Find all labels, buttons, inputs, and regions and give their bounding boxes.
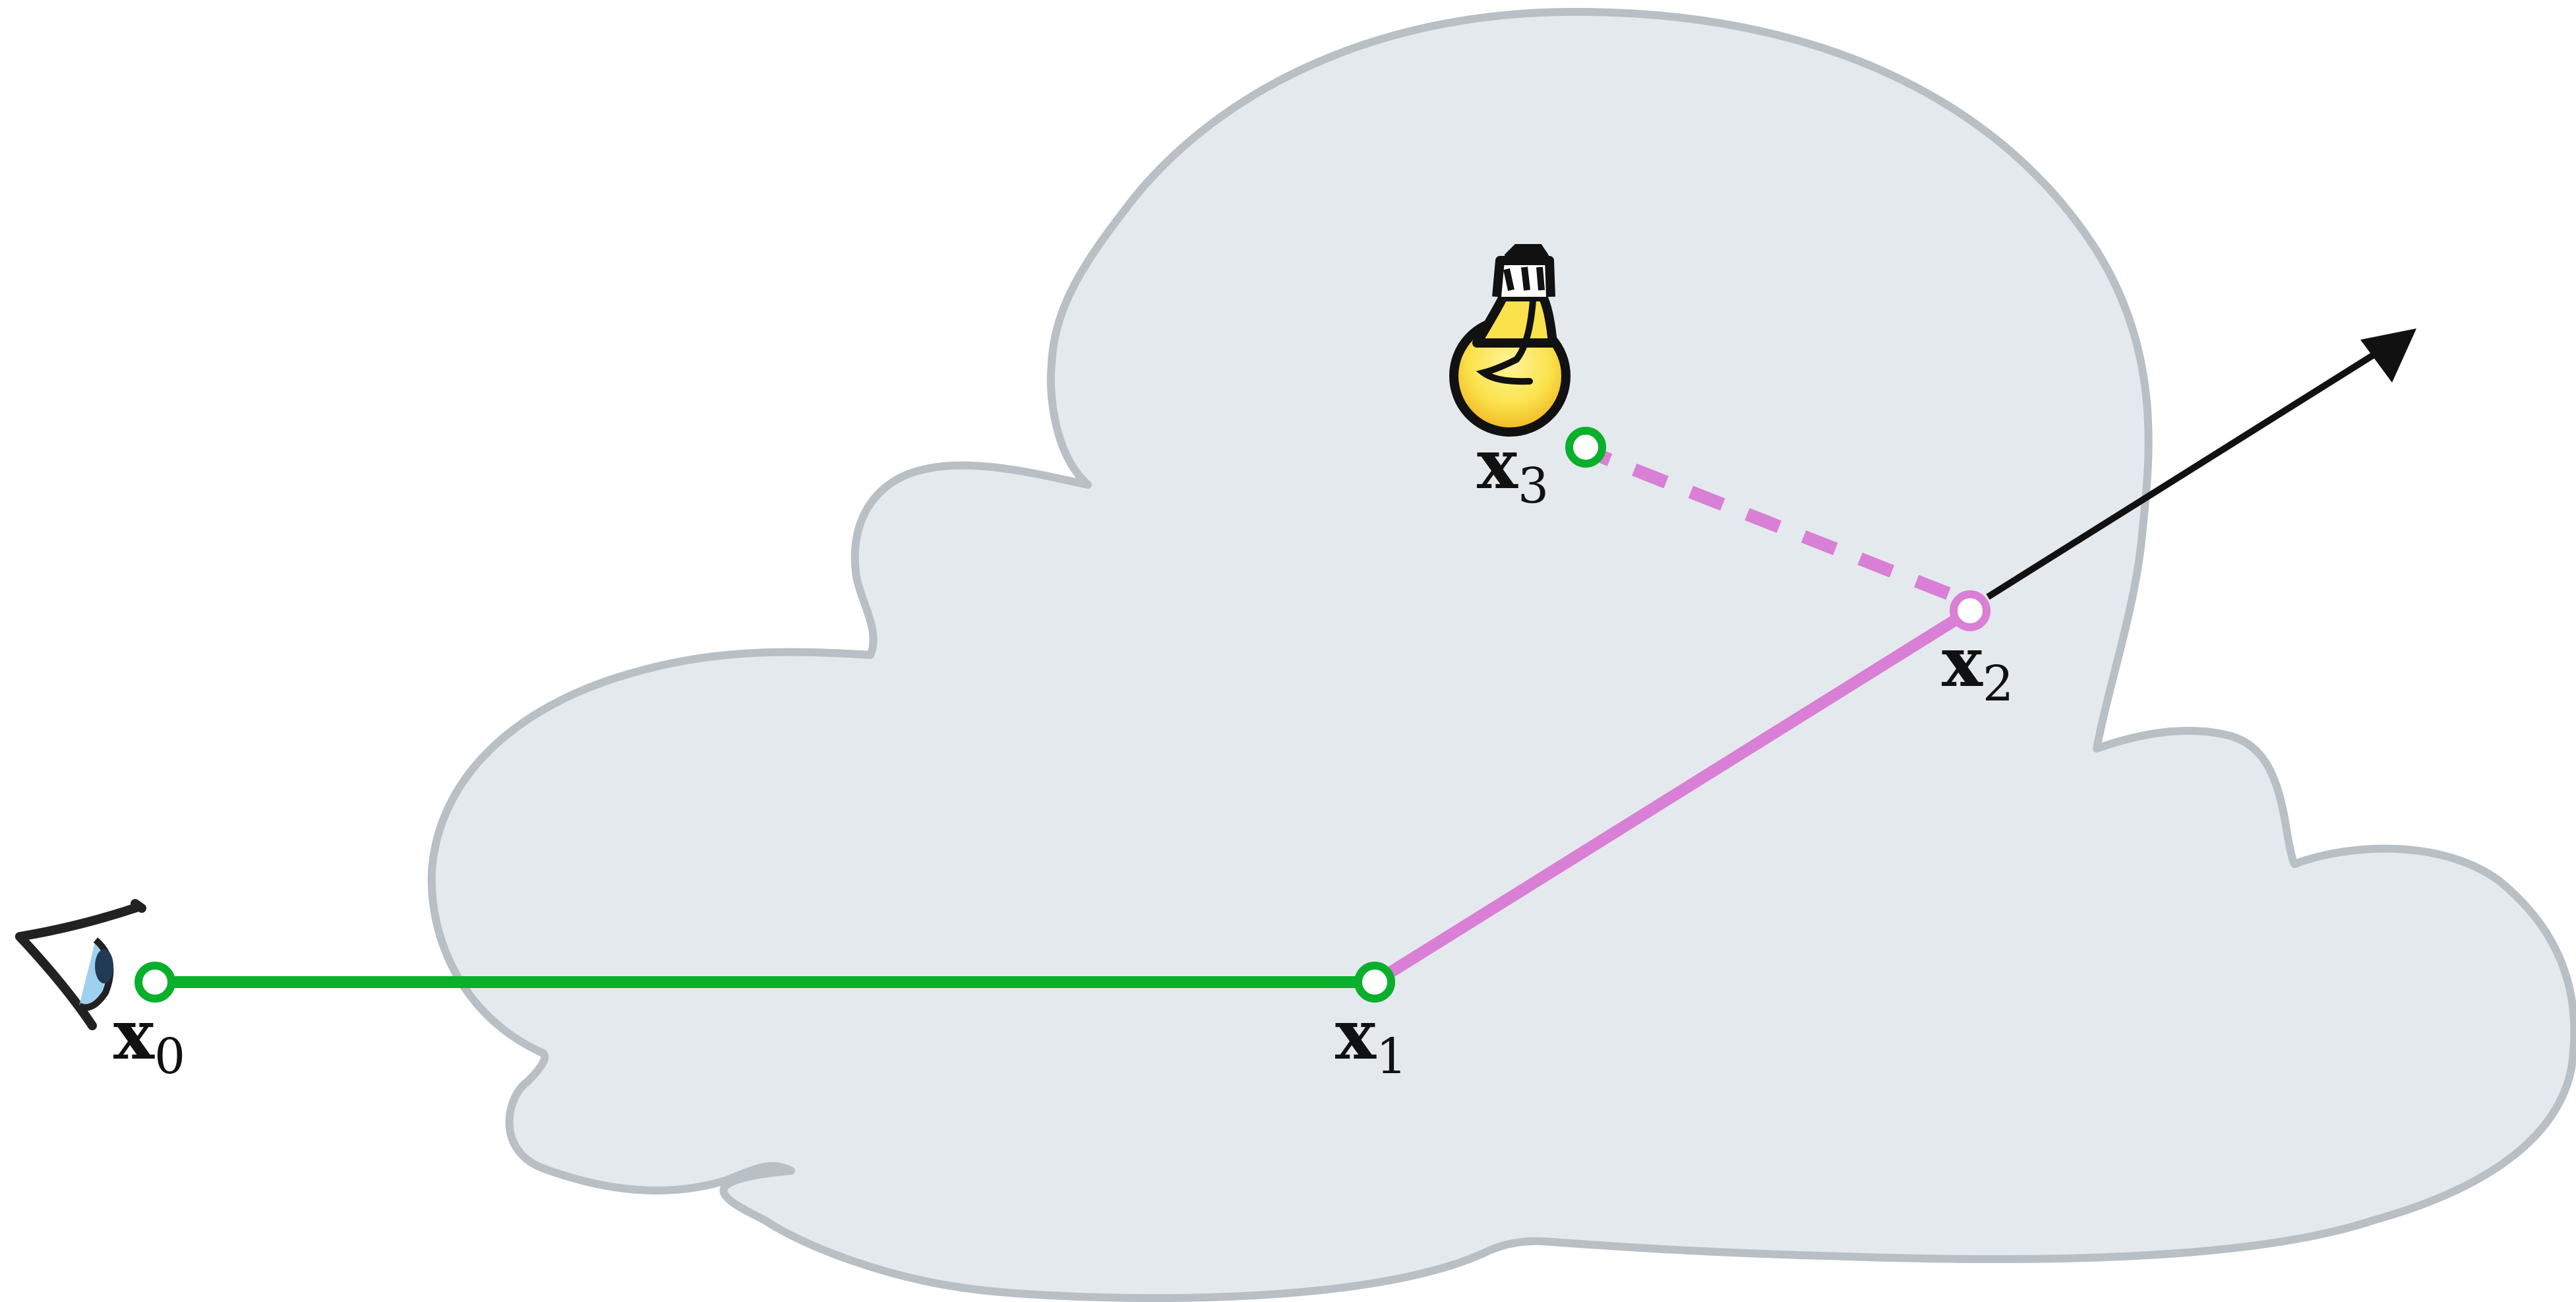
vertex-x3-label: x3 (1477, 423, 1549, 514)
vertex-x1-marker (1354, 962, 1395, 1003)
vertex-x3-sub: 3 (1518, 458, 1549, 514)
vertex-x1-label: x1 (1335, 994, 1407, 1085)
vertex-x2-label: x2 (1942, 621, 2014, 712)
medium-cloud (427, 7, 2576, 1302)
vertex-x0-sub: 0 (154, 1028, 185, 1085)
vertex-x0-base: x (113, 994, 155, 1075)
vertex-x2-base: x (1942, 621, 1983, 702)
arrowhead-icon (2360, 328, 2416, 383)
vertex-x1-base: x (1335, 994, 1377, 1075)
vertex-x2-sub: 2 (1983, 656, 2014, 712)
shadow-ray-x2-x3 (1592, 447, 1951, 600)
vertex-x1-sub: 1 (1376, 1028, 1407, 1085)
vertex-x0-marker (135, 962, 175, 1003)
segment-x1-x2 (1371, 605, 1973, 987)
eye-icon (15, 899, 146, 1030)
lightbulb-icon (1449, 244, 1571, 437)
vertex-x3-marker (1565, 427, 1606, 468)
vertex-x0-label: x0 (113, 994, 185, 1085)
vertex-x3-base: x (1477, 423, 1518, 505)
exit-ray (1986, 338, 2397, 600)
vertex-x2-marker (1950, 590, 1991, 631)
